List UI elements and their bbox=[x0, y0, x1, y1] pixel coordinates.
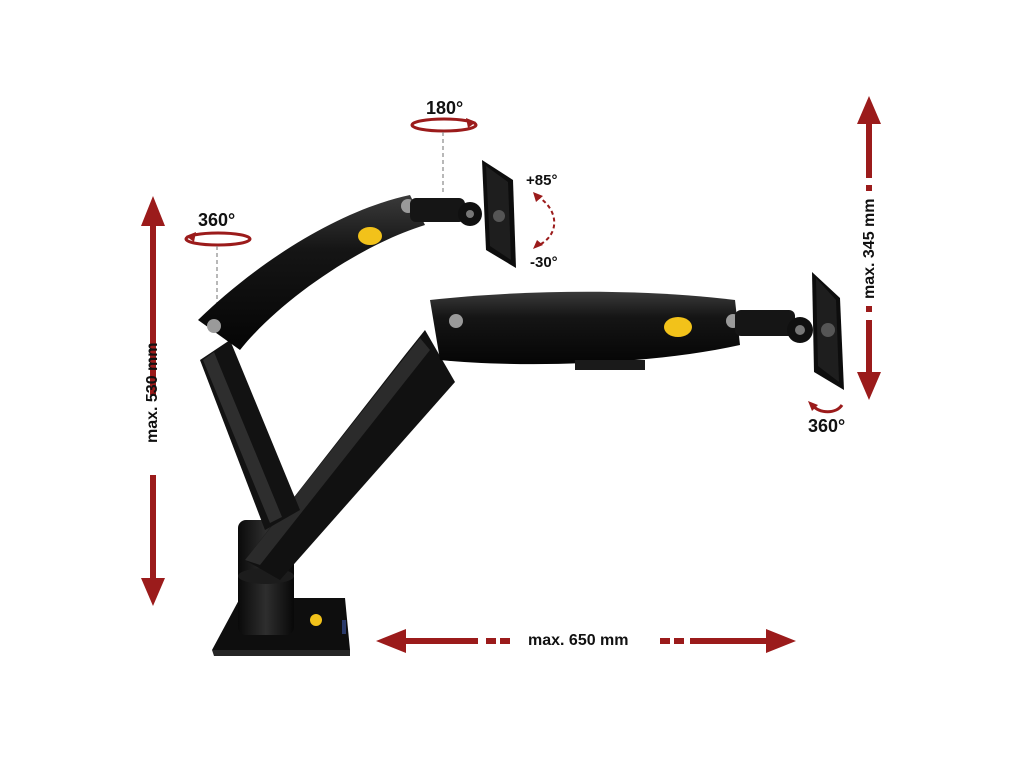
tilt-down-label: -30° bbox=[530, 254, 558, 271]
rotation-indicator-top bbox=[410, 117, 478, 195]
arm-height-arrow bbox=[857, 96, 881, 400]
rotation-top-label: 180° bbox=[426, 98, 464, 118]
tilt-indicator bbox=[533, 192, 556, 249]
right-vesa-joint bbox=[735, 310, 813, 343]
height-range-label: max. 530 mm bbox=[144, 342, 161, 443]
plate-rotation-indicator bbox=[808, 401, 844, 414]
tilt-up-label: +85° bbox=[526, 172, 558, 189]
swivel-indicator-left bbox=[184, 231, 252, 305]
left-vesa-plate bbox=[482, 160, 516, 268]
reach-label: max. 650 mm bbox=[528, 632, 629, 649]
reach-arrow bbox=[376, 629, 796, 653]
right-arm-upper-segment bbox=[430, 291, 740, 370]
left-arm-lower-segment bbox=[200, 340, 300, 530]
arm-height-label: max. 345 mm bbox=[861, 198, 878, 299]
height-range-arrow bbox=[141, 196, 165, 606]
swivel-label: 360° bbox=[198, 210, 236, 230]
plate-rotation-label: 360° bbox=[808, 416, 846, 436]
left-vesa-joint bbox=[410, 198, 482, 226]
right-vesa-plate bbox=[812, 272, 844, 390]
